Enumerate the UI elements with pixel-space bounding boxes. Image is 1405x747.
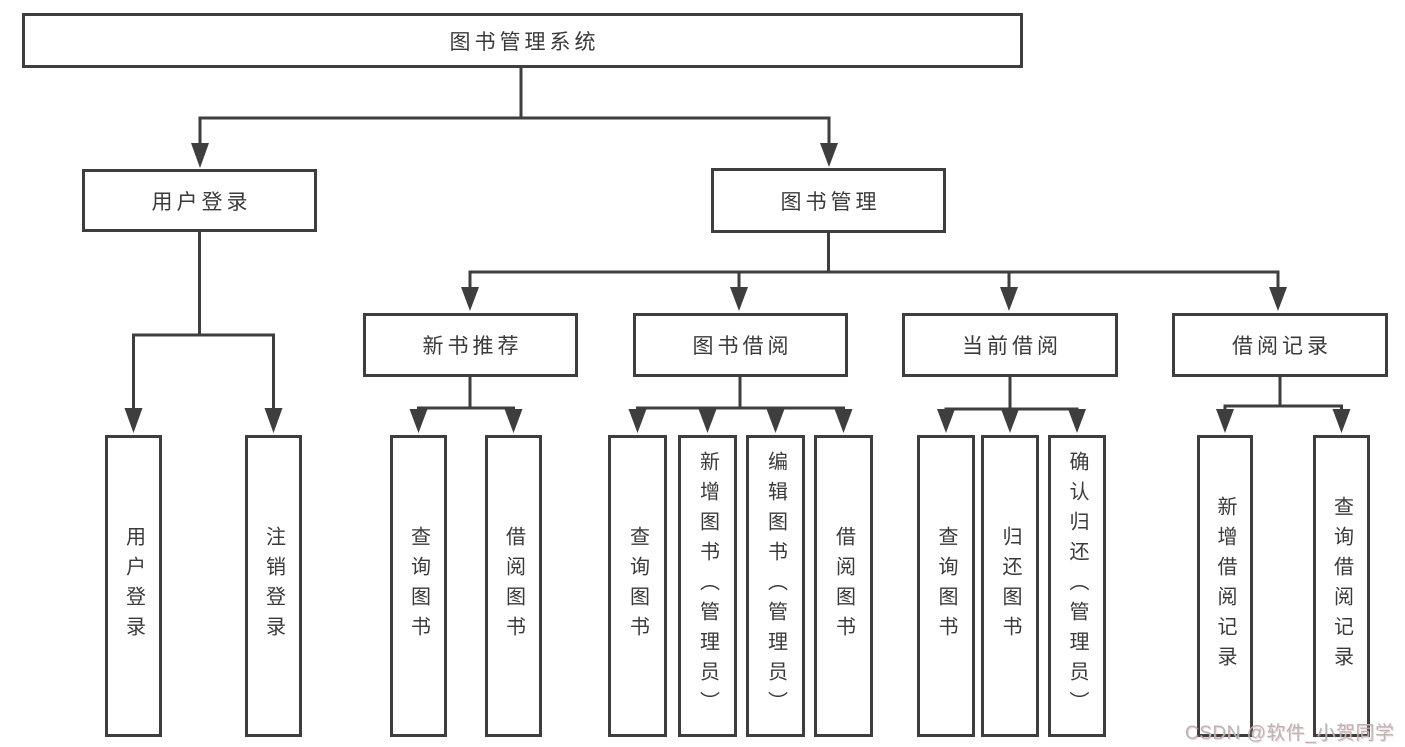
node-current-borrow: 当前借阅 xyxy=(902,313,1118,377)
leaf-label: 新增图书（管理员） xyxy=(696,451,719,721)
leaf-borrow-edit-book-admin: 编辑图书（管理员） xyxy=(746,435,805,737)
leaf-borrow-query-books: 查询图书 xyxy=(608,435,667,737)
leaf-records-add-borrow-record: 新增借阅记录 xyxy=(1197,435,1253,737)
leaf-label: 用户登录 xyxy=(122,526,145,646)
leaf-newbook-query-books: 查询图书 xyxy=(390,435,447,737)
node-label: 图书管理 xyxy=(780,190,881,214)
leaf-user-login: 用户登录 xyxy=(105,435,162,737)
leaf-logout: 注销登录 xyxy=(245,435,302,737)
node-label: 当前借阅 xyxy=(962,335,1062,358)
leaf-borrow-add-book-admin: 新增图书（管理员） xyxy=(678,435,737,737)
leaf-label: 编辑图书（管理员） xyxy=(764,451,787,721)
csdn-watermark: CSDN @软件_小贺同学 xyxy=(1185,723,1395,744)
leaf-newbook-borrow-books: 借阅图书 xyxy=(485,435,542,737)
node-book-borrow: 图书借阅 xyxy=(633,313,848,377)
node-user-login: 用户登录 xyxy=(82,169,317,232)
leaf-borrow-borrow-books: 借阅图书 xyxy=(814,435,873,737)
node-label: 图书借阅 xyxy=(692,335,793,358)
leaf-label: 查询图书 xyxy=(407,526,430,646)
leaf-label: 新增借阅记录 xyxy=(1214,496,1236,676)
leaf-current-return-books: 归还图书 xyxy=(981,435,1039,737)
leaf-label: 确认归还（管理员） xyxy=(1066,451,1088,721)
node-label: 用户登录 xyxy=(151,190,252,214)
node-label: 借阅记录 xyxy=(1232,335,1332,358)
leaf-records-query-borrow-record: 查询借阅记录 xyxy=(1313,435,1370,737)
node-borrow-records: 借阅记录 xyxy=(1172,313,1388,377)
node-book-management: 图书管理 xyxy=(711,168,946,233)
node-new-book-recommend: 新书推荐 xyxy=(363,313,578,377)
node-library-management-system: 图书管理系统 xyxy=(22,13,1023,68)
node-label: 新书推荐 xyxy=(422,335,523,358)
node-label: 图书管理系统 xyxy=(449,30,600,54)
leaf-label: 查询借阅记录 xyxy=(1330,496,1353,676)
leaf-label: 查询图书 xyxy=(935,526,957,646)
leaf-current-query-books: 查询图书 xyxy=(917,435,975,737)
leaf-label: 注销登录 xyxy=(262,526,285,646)
leaf-current-confirm-return-admin: 确认归还（管理员） xyxy=(1048,435,1106,737)
leaf-label: 查询图书 xyxy=(626,526,649,646)
leaf-label: 借阅图书 xyxy=(502,526,525,646)
leaf-label: 归还图书 xyxy=(999,526,1021,646)
arrowheads xyxy=(124,143,1351,433)
leaf-label: 借阅图书 xyxy=(832,526,855,646)
